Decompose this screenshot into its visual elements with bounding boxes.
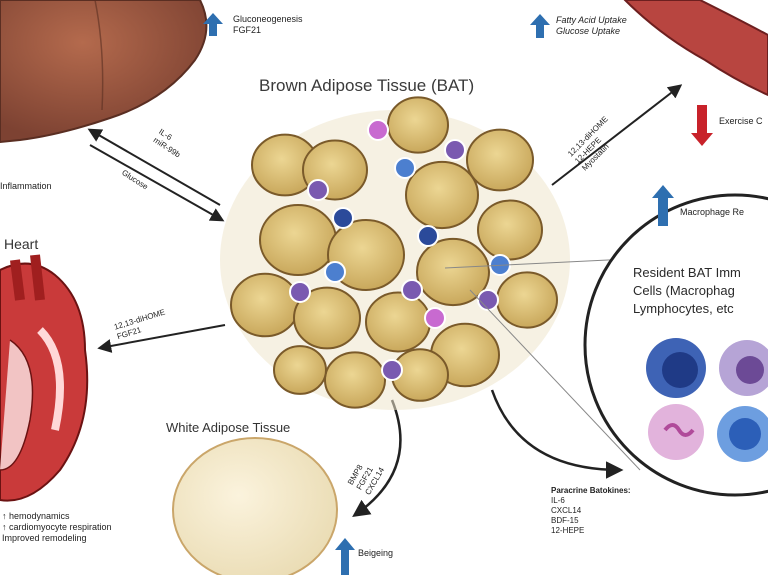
paracrine-item: BDF-15: [551, 516, 579, 525]
paracrine-title: Paracrine Batokines:: [551, 486, 631, 495]
immune-cell: [394, 157, 416, 179]
paracrine-item: CXCL14: [551, 506, 582, 515]
heart-title: Heart: [4, 236, 39, 252]
heart-effect: ↑ hemodynamics: [2, 511, 70, 521]
immune-inset: [583, 193, 768, 497]
adipocyte: [293, 286, 361, 350]
liver-effects: Gluconeogenesis FGF21: [233, 14, 303, 36]
immune-cell: [477, 289, 499, 311]
muscle-effects: Fatty Acid Uptake Glucose Uptake: [556, 15, 627, 37]
adipocyte: [365, 291, 431, 353]
liver-effect: Gluconeogenesis: [233, 14, 303, 24]
exercise-label: Exercise C: [719, 116, 763, 126]
immune-cell: [424, 307, 446, 329]
paracrine-item: 12-HEPE: [551, 526, 585, 535]
up-arrow-beigeing: [335, 538, 355, 575]
liver-inflammation: Inflammation: [0, 181, 52, 191]
immune-cell: [417, 225, 439, 247]
adipocyte: [496, 271, 558, 329]
beigeing-label: Beigeing: [358, 548, 394, 558]
adipocyte: [466, 128, 534, 192]
adipocyte: [405, 160, 479, 230]
muscle-illustration: [623, 0, 768, 97]
immune-cell: [367, 119, 389, 141]
adipocyte: [324, 351, 386, 409]
muscle-effect: Glucose Uptake: [556, 26, 621, 36]
immune-cell: [289, 281, 311, 303]
immune-cell: [401, 279, 423, 301]
bat-title: Brown Adipose Tissue (BAT): [259, 76, 475, 95]
immune-cell: [324, 261, 346, 283]
down-arrow-exercise: [691, 105, 713, 146]
immune-cell: [332, 207, 354, 229]
liver-effect: FGF21: [233, 25, 262, 35]
up-arrow-macrophage: [652, 185, 674, 226]
wat-cell: [172, 437, 338, 575]
liver-illustration: [0, 0, 208, 144]
inset-text: Resident BAT Imm Cells (Macrophag Lympho…: [633, 264, 741, 318]
adipocyte: [477, 199, 543, 261]
inset-line: Resident BAT Imm: [633, 265, 741, 280]
adipocyte: [273, 345, 327, 395]
adipocyte: [259, 204, 337, 276]
adipocyte: [416, 237, 490, 307]
up-arrow-gluconeogenesis: [203, 13, 223, 36]
up-arrow-fatty-acid: [530, 14, 550, 38]
heart-effect: Improved remodeling: [2, 533, 87, 543]
heart-effects: ↑ hemodynamics ↑ cardiomyocyte respirati…: [2, 511, 112, 544]
bat-cluster: [220, 96, 570, 410]
adipocyte: [230, 272, 300, 338]
paracrine-batokines: Paracrine Batokines: IL-6 CXCL14 BDF-15 …: [551, 486, 631, 536]
heart-illustration: [0, 254, 89, 502]
wat-title: White Adipose Tissue: [166, 420, 291, 435]
immune-cell: [307, 179, 329, 201]
adipocyte: [327, 219, 405, 291]
muscle-effect: Fatty Acid Uptake: [556, 15, 627, 25]
paracrine-item: IL-6: [551, 496, 565, 505]
heart-effect: ↑ cardiomyocyte respiration: [2, 522, 112, 532]
inset-line: Cells (Macrophag: [633, 283, 735, 298]
adipocyte: [387, 96, 449, 154]
immune-cell: [444, 139, 466, 161]
inset-line: Lymphocytes, etc: [633, 301, 734, 316]
immune-cell: [381, 359, 403, 381]
macrophage-label: Macrophage Re: [680, 207, 745, 217]
